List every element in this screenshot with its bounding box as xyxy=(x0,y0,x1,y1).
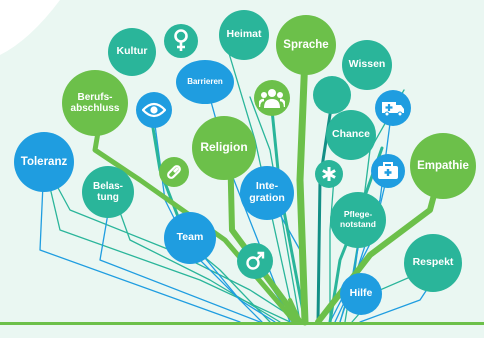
bubble-kultur-label: Kultur xyxy=(116,45,148,58)
bubble-pflegenotstand: Pflege- notstand xyxy=(330,192,386,248)
bubble-integration-line2: gration xyxy=(249,192,285,204)
female-symbol-icon xyxy=(164,24,198,58)
bubble-pflegenotstand-line2: notstand xyxy=(340,219,376,229)
ambulance-icon xyxy=(375,90,411,126)
bubble-belastung-line2: tung xyxy=(97,192,119,203)
ground-line xyxy=(0,322,484,325)
people-group-icon xyxy=(254,80,290,116)
bubble-integration: Inte- gration xyxy=(240,166,294,220)
male-symbol-icon xyxy=(237,243,273,279)
bubble-religion: Religion xyxy=(192,116,256,180)
bubble-hilfe-label: Hilfe xyxy=(349,287,373,300)
bubble-chance: Chance xyxy=(326,110,376,160)
bubble-belastung-line1: Belas- xyxy=(92,180,123,192)
bubble-sprache: Sprache xyxy=(276,15,336,75)
bubble-barrieren: Barrieren xyxy=(176,60,234,104)
bubble-hilfe: Hilfe xyxy=(340,273,382,315)
bubble-berufsabschluss-line1: Berufs- xyxy=(77,91,113,103)
first-aid-kit-icon xyxy=(371,154,405,188)
bubble-heimat: Heimat xyxy=(219,10,269,60)
bubble-team: Team xyxy=(164,212,216,264)
bubble-berufsabschluss-line2: abschluss xyxy=(70,103,120,114)
bubble-barrieren-label: Barrieren xyxy=(187,76,223,86)
pill-icon xyxy=(159,157,189,187)
bubble-team-label: Team xyxy=(176,231,204,244)
bubble-integration-line1: Inte- xyxy=(255,180,279,193)
bubble-berufsabschluss: Berufs- abschluss xyxy=(62,70,128,136)
bubble-empathie: Empathie xyxy=(410,133,476,199)
bubble-respekt-label: Respekt xyxy=(412,256,454,269)
bubble-heimat-label: Heimat xyxy=(226,28,262,41)
bubble-kultur: Kultur xyxy=(108,28,156,76)
decorative-circle-teal xyxy=(313,76,351,114)
bubble-sprache-label: Sprache xyxy=(283,38,329,51)
bubble-respekt: Respekt xyxy=(404,234,462,292)
bubble-toleranz: Toleranz xyxy=(14,132,74,192)
bubble-religion-label: Religion xyxy=(200,140,248,155)
bubble-empathie-label: Empathie xyxy=(417,159,469,172)
bubble-pflegenotstand-line1: Pflege- xyxy=(343,209,373,220)
bubble-chance-label: Chance xyxy=(332,128,370,141)
bubble-wissen-label: Wissen xyxy=(348,58,386,71)
bubble-toleranz-label: Toleranz xyxy=(20,155,68,168)
bubble-belastung: Belas- tung xyxy=(82,166,134,218)
bubble-wissen: Wissen xyxy=(342,40,392,90)
medical-star-icon xyxy=(315,160,343,188)
eye-icon xyxy=(136,92,172,128)
